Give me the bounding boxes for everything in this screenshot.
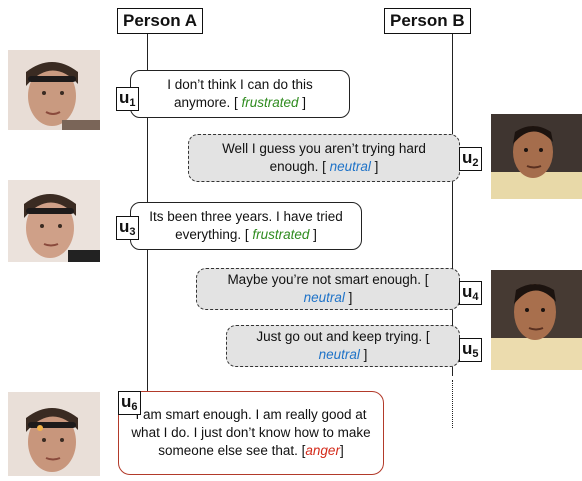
emotion-label: neutral bbox=[318, 347, 360, 362]
utterance-bubble-u1: I don’t think I can do this anymore. [ f… bbox=[130, 70, 350, 118]
utterance-tag-u1: u1 bbox=[116, 87, 139, 111]
utterance-sentence: Its been three years. I have tried every… bbox=[149, 209, 343, 242]
woman-face-image bbox=[8, 392, 100, 476]
person-b-lifeline-dotted-end bbox=[452, 380, 453, 428]
man-face-image bbox=[491, 114, 582, 199]
person-a-photo-1 bbox=[8, 50, 100, 130]
utterance-text: Well I guess you aren’t trying hard enou… bbox=[222, 141, 426, 174]
utterance-sentence: Maybe you’re not smart enough. bbox=[227, 272, 422, 287]
person-b-label: Person B bbox=[384, 8, 471, 34]
utterance-text: I am smart enough. I am really good at w… bbox=[131, 407, 371, 458]
utterance-tag-u2: u2 bbox=[459, 147, 482, 171]
emotion-label: frustrated bbox=[252, 227, 310, 242]
utterance-tag-number: 2 bbox=[472, 157, 479, 169]
utterance-bubble-u2: Well I guess you aren’t trying hard enou… bbox=[188, 134, 460, 182]
utterance-sentence: Well I guess you aren’t trying hard enou… bbox=[222, 141, 426, 174]
utterance-bubble-u6: I am smart enough. I am really good at w… bbox=[118, 391, 384, 475]
person-a-lifeline bbox=[147, 34, 148, 474]
utterance-tag-letter: u bbox=[462, 282, 473, 301]
utterance-tag-letter: u bbox=[121, 392, 132, 411]
utterance-tag-number: 1 bbox=[129, 97, 136, 109]
emotion-label: anger bbox=[305, 443, 340, 458]
person-b-photo-1 bbox=[491, 114, 582, 199]
utterance-tag-number: 5 bbox=[472, 348, 479, 360]
woman-face-image bbox=[8, 180, 100, 262]
person-a-photo-3 bbox=[8, 392, 100, 476]
utterance-tag-letter: u bbox=[119, 88, 130, 107]
utterance-sentence: Just go out and keep trying. bbox=[256, 329, 423, 344]
emotion-label: neutral bbox=[303, 290, 345, 305]
utterance-tag-u5: u5 bbox=[459, 338, 482, 362]
utterance-tag-number: 4 bbox=[472, 291, 479, 303]
utterance-tag-letter: u bbox=[119, 217, 130, 236]
utterance-bubble-u4: Maybe you’re not smart enough. [ neutral… bbox=[196, 268, 460, 310]
utterance-sentence: I don’t think I can do this anymore. bbox=[167, 77, 313, 110]
utterance-sentence: I am smart enough. I am really good at w… bbox=[131, 407, 371, 458]
utterance-tag-u4: u4 bbox=[459, 281, 482, 305]
utterance-tag-letter: u bbox=[462, 148, 473, 167]
utterance-text: Its been three years. I have tried every… bbox=[149, 209, 343, 242]
person-a-label: Person A bbox=[117, 8, 204, 34]
emotion-label: neutral bbox=[329, 159, 371, 174]
utterance-bubble-u3: Its been three years. I have tried every… bbox=[130, 202, 362, 250]
utterance-text: Just go out and keep trying. [ neutral ] bbox=[256, 329, 430, 362]
utterance-tag-number: 6 bbox=[131, 401, 138, 413]
woman-face-image bbox=[8, 50, 100, 130]
utterance-tag-u6: u6 bbox=[118, 391, 141, 415]
person-a-photo-2 bbox=[8, 180, 100, 262]
utterance-bubble-u5: Just go out and keep trying. [ neutral ] bbox=[226, 325, 460, 367]
utterance-text: I don’t think I can do this anymore. [ f… bbox=[167, 77, 313, 110]
emotion-label: frustrated bbox=[241, 95, 299, 110]
person-b-lifeline bbox=[452, 34, 453, 376]
utterance-tag-letter: u bbox=[462, 339, 473, 358]
utterance-tag-u3: u3 bbox=[116, 216, 139, 240]
utterance-text: Maybe you’re not smart enough. [ neutral… bbox=[227, 272, 429, 305]
man-face-image bbox=[491, 270, 582, 370]
utterance-tag-number: 3 bbox=[129, 226, 136, 238]
person-b-photo-2 bbox=[491, 270, 582, 370]
